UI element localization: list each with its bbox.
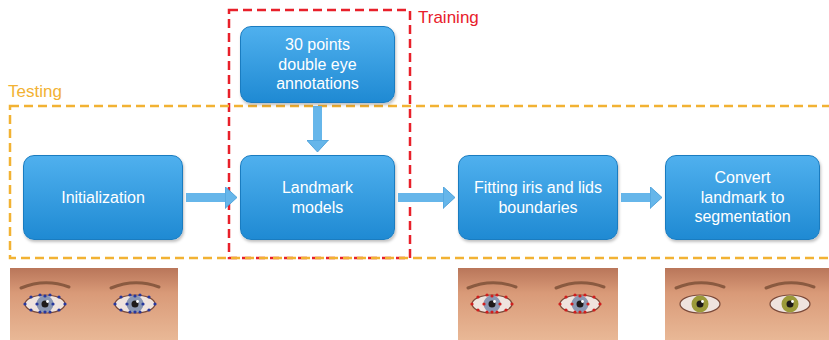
box-label: Initialization bbox=[33, 188, 173, 208]
eye-photo bbox=[10, 268, 178, 340]
flow-arrow bbox=[398, 193, 443, 202]
box-label: Landmark models bbox=[262, 178, 374, 217]
process-box: 30 points double eye annotations bbox=[240, 26, 395, 103]
box-label: 30 points double eye annotations bbox=[262, 35, 374, 94]
process-box: Convert landmark to segmentation bbox=[665, 155, 820, 240]
eye-photo bbox=[458, 268, 618, 340]
process-box: Initialization bbox=[23, 155, 183, 240]
training-region bbox=[229, 10, 410, 258]
flow-arrow bbox=[621, 193, 650, 202]
flow-arrow bbox=[186, 193, 225, 202]
flow-arrow bbox=[313, 106, 322, 140]
testing-region bbox=[10, 106, 829, 258]
process-box: Landmark models bbox=[240, 155, 395, 240]
box-label: Fitting iris and lids boundaries bbox=[472, 178, 604, 217]
region-label: Testing bbox=[8, 82, 62, 102]
eye-photo bbox=[665, 268, 829, 340]
process-box: Fitting iris and lids boundaries bbox=[458, 155, 618, 240]
box-label: Convert landmark to segmentation bbox=[687, 168, 799, 227]
region-label: Training bbox=[418, 8, 479, 28]
